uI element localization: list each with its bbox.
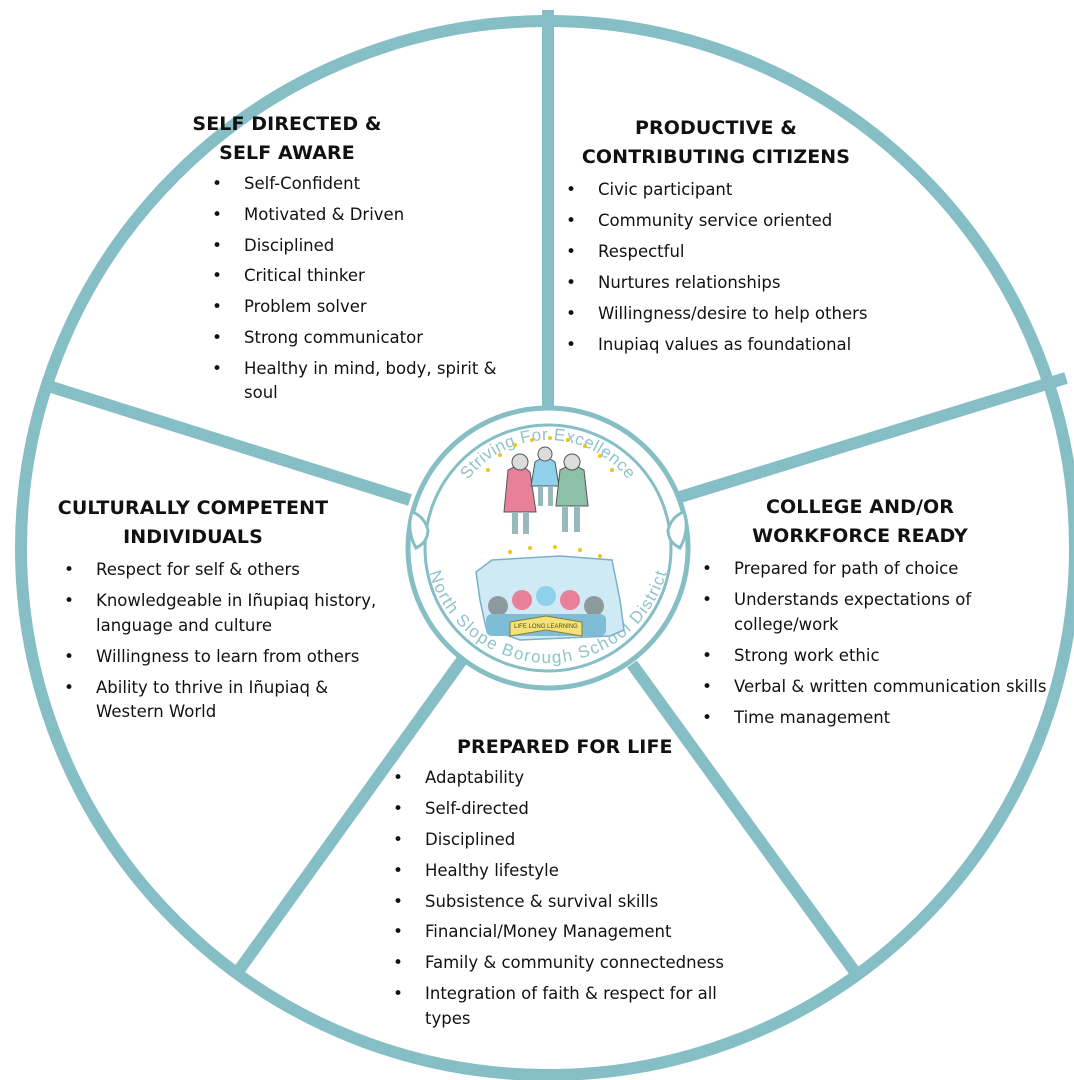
figures-illustration	[503, 446, 589, 534]
list-item: Healthy lifestyle	[393, 859, 733, 884]
right-whale-tail-icon	[666, 510, 688, 550]
spoke-right	[678, 372, 1068, 503]
people-book-illustration: LIFE LONG LEARNING	[486, 586, 606, 637]
segment-title: COLLEGE AND/OR WORKFORCE READY	[680, 493, 1040, 551]
segment-title: PRODUCTIVE & CONTRIBUTING CITIZENS	[556, 114, 876, 172]
title-line-1: COLLEGE AND/OR	[766, 496, 954, 518]
list-item: Respect for self & others	[64, 558, 394, 583]
list-item: Self-directed	[393, 797, 733, 822]
segment-title: SELF DIRECTED & SELF AWARE	[142, 110, 432, 168]
left-whale-tail-icon	[408, 510, 430, 550]
title-line-1: PRODUCTIVE &	[635, 117, 797, 139]
title-line-1: SELF DIRECTED &	[192, 113, 382, 135]
segment-prepared-for-life: PREPARED FOR LIFE Adaptability Self-dire…	[393, 733, 733, 1038]
list-item: Motivated & Driven	[212, 203, 512, 228]
list-item: Respectful	[566, 240, 886, 265]
trait-list: Civic participant Community service orie…	[566, 178, 886, 358]
list-item: Verbal & written communication skills	[702, 675, 1062, 700]
title-line-1: CULTURALLY COMPETENT	[57, 497, 329, 519]
trait-list: Prepared for path of choice Understands …	[702, 557, 1062, 730]
list-item: Financial/Money Management	[393, 920, 733, 945]
list-item: Inupiaq values as foundational	[566, 333, 886, 358]
segment-self-directed: SELF DIRECTED & SELF AWARE Self-Confiden…	[192, 110, 512, 412]
list-item: Problem solver	[212, 295, 512, 320]
district-logo: Striving For Excellence North Slope Boro…	[405, 405, 691, 691]
list-item: Critical thinker	[212, 264, 512, 289]
list-item: Adaptability	[393, 766, 733, 791]
list-item: Understands expectations of college/work	[702, 588, 994, 637]
list-item: Prepared for path of choice	[702, 557, 1062, 582]
list-item: Disciplined	[393, 828, 733, 853]
list-item: Healthy in mind, body, spirit & soul	[212, 357, 504, 406]
list-item: Strong work ethic	[702, 644, 1062, 669]
spoke-bottom-right	[627, 660, 860, 976]
segment-productive-citizens: PRODUCTIVE & CONTRIBUTING CITIZENS Civic…	[566, 114, 886, 364]
book-text: LIFE LONG LEARNING	[514, 624, 578, 630]
list-item: Family & community connectedness	[393, 951, 733, 976]
segment-title: PREPARED FOR LIFE	[388, 733, 728, 762]
segment-title: CULTURALLY COMPETENT INDIVIDUALS	[28, 494, 358, 552]
list-item: Ability to thrive in Iñupiaq & Western W…	[64, 676, 356, 725]
list-item: Community service oriented	[566, 209, 886, 234]
segment-culturally-competent: CULTURALLY COMPETENT INDIVIDUALS Respect…	[58, 494, 394, 731]
spoke-bottom-left	[232, 656, 467, 977]
list-item: Civic participant	[566, 178, 886, 203]
spoke-left	[40, 378, 412, 506]
stars-decoration	[486, 436, 614, 558]
list-item: Time management	[702, 706, 1062, 731]
trait-list: Respect for self & others Knowledgeable …	[64, 558, 394, 725]
list-item: Disciplined	[212, 234, 512, 259]
trait-list: Self-Confident Motivated & Driven Discip…	[212, 172, 512, 406]
title-line-2: WORKFORCE READY	[752, 525, 968, 547]
list-item: Subsistence & survival skills	[393, 890, 733, 915]
list-item: Knowledgeable in Iñupiaq history, langua…	[64, 589, 386, 638]
title-line-1: PREPARED FOR LIFE	[457, 736, 673, 758]
list-item: Nurtures relationships	[566, 271, 886, 296]
list-item: Integration of faith & respect for all t…	[393, 982, 725, 1031]
title-line-2: CONTRIBUTING CITIZENS	[581, 146, 851, 168]
list-item: Willingness/desire to help others	[566, 302, 886, 327]
segment-college-workforce: COLLEGE AND/OR WORKFORCE READY Prepared …	[702, 493, 1062, 737]
title-line-2: INDIVIDUALS	[123, 526, 263, 548]
list-item: Self-Confident	[212, 172, 512, 197]
title-line-2: SELF AWARE	[219, 142, 355, 164]
list-item: Willingness to learn from others	[64, 645, 394, 670]
list-item: Strong communicator	[212, 326, 512, 351]
trait-list: Adaptability Self-directed Disciplined H…	[393, 766, 733, 1031]
